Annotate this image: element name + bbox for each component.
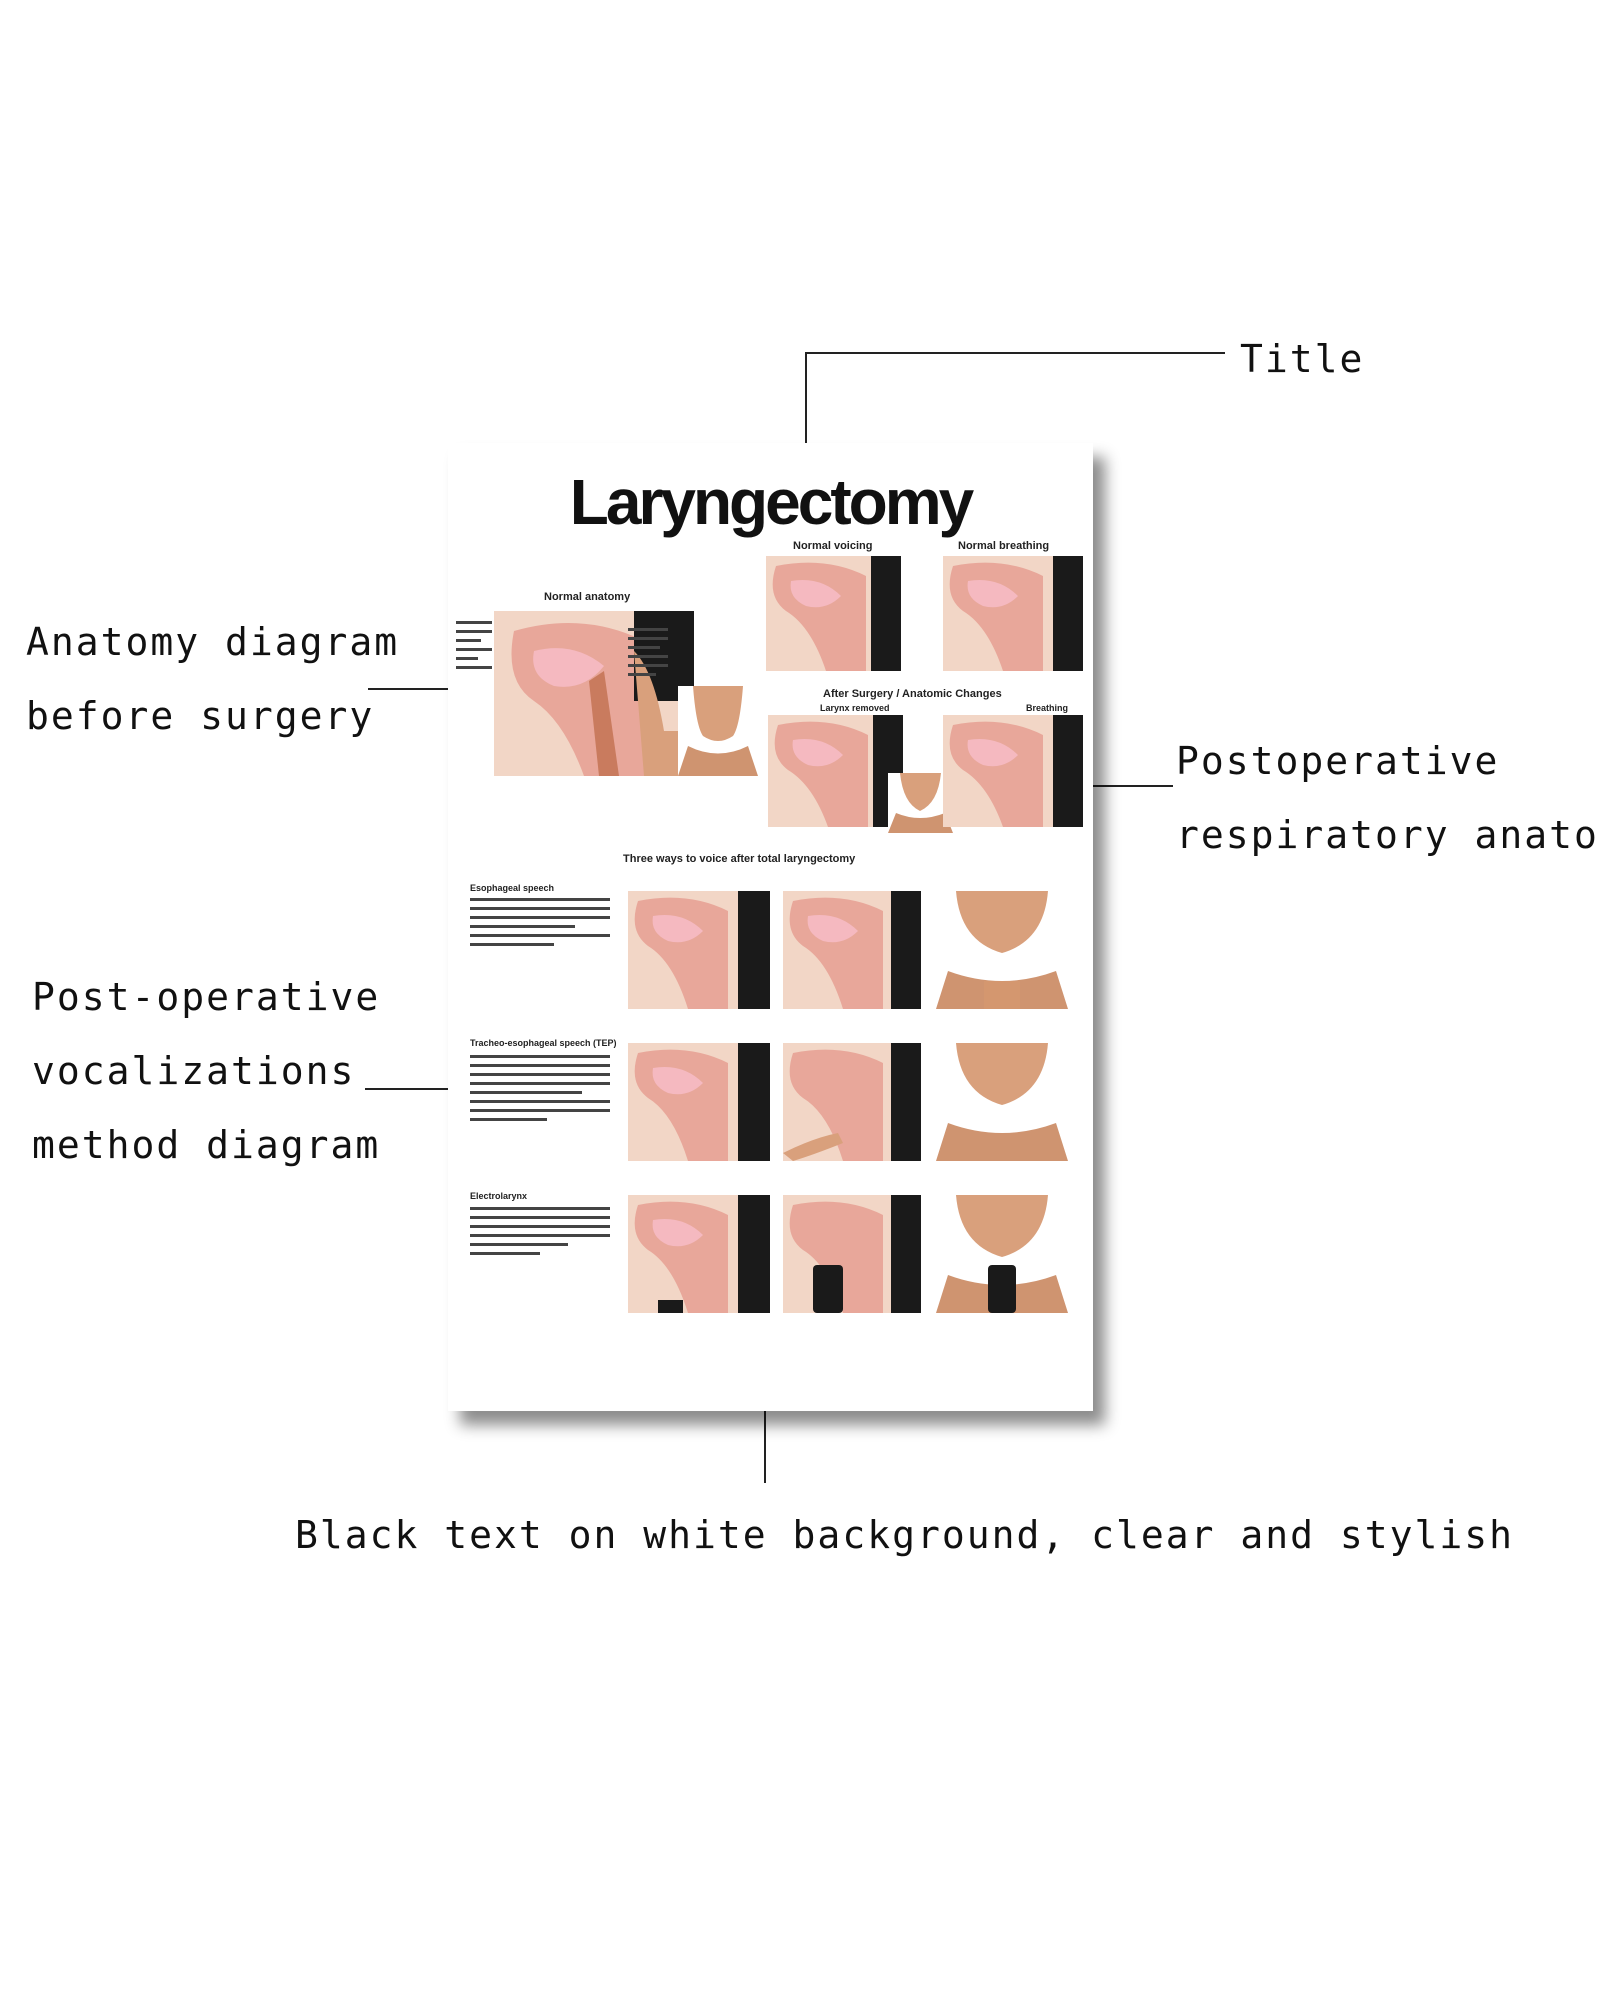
- callout-postop-resp-line2: respiratory anatomy: [1176, 813, 1600, 857]
- head-cross-section-icon: [494, 611, 694, 776]
- callout-black-text: Black text on white background, clear an…: [295, 1498, 1514, 1572]
- face-2-icon: [936, 1043, 1068, 1161]
- callout-postop-voc-line1: Post-operative: [32, 975, 381, 1019]
- tep-finger-icon: [783, 1043, 921, 1161]
- normal-breathing-image: [943, 556, 1083, 671]
- normal-voicing-image: [766, 556, 901, 671]
- stoma-neck-icon: [888, 773, 953, 833]
- neck-icon: [678, 686, 758, 776]
- normal-anatomy-image: [494, 611, 694, 776]
- callout-anatomy-line2: before surgery: [26, 694, 375, 738]
- anatomy-label-lines: [456, 621, 492, 675]
- poster: Laryngectomy Normal anatomy Normal voici…: [448, 443, 1093, 1411]
- face-icon: [936, 891, 1068, 1009]
- callout-postop-voc: Post-operative vocalizations method diag…: [32, 960, 380, 1182]
- title-leader-h: [805, 352, 1225, 354]
- callout-postop-voc-line3: method diagram: [32, 1123, 381, 1167]
- method2-label: Tracheo-esophageal speech (TEP): [470, 1038, 617, 1048]
- callout-postop-resp: Postoperative respiratory anatomy: [1176, 724, 1600, 872]
- electrolarynx-cross-section-icon: [628, 1195, 770, 1313]
- method2-image-2: [783, 1043, 921, 1161]
- normal-voicing-label: Normal voicing: [793, 540, 873, 552]
- method3-image-2: [783, 1195, 921, 1313]
- esophageal-cross-section-icon: [628, 891, 770, 1009]
- esophageal-cross-section-2-icon: [783, 891, 921, 1009]
- method1-text-lines: [470, 898, 610, 952]
- normal-breathing-label: Normal breathing: [958, 540, 1050, 552]
- voicing-cross-section-icon: [766, 556, 901, 671]
- method3-face: [936, 1195, 1068, 1313]
- postop-cross-section-icon: [768, 715, 903, 827]
- after-surgery-label: After Surgery / Anatomic Changes: [823, 688, 1002, 700]
- anatomy-side-lines: [628, 628, 668, 682]
- method2-text-lines: [470, 1055, 610, 1127]
- after-surgery-image-2: [943, 715, 1083, 827]
- normal-neck-image: [678, 686, 758, 776]
- callout-postop-voc-line2: vocalizations: [32, 1049, 356, 1093]
- normal-anatomy-label: Normal anatomy: [544, 591, 631, 603]
- larynx-removed-label: Larynx removed: [820, 703, 890, 713]
- title-leader-v: [805, 352, 807, 452]
- callout-title: Title: [1240, 322, 1364, 396]
- tep-cross-section-icon: [628, 1043, 770, 1161]
- face-3-icon: [936, 1195, 1068, 1313]
- poster-title: Laryngectomy: [569, 466, 974, 538]
- breathing-label: Breathing: [1026, 703, 1069, 713]
- callout-postop-resp-line1: Postoperative: [1176, 739, 1500, 783]
- method1-label: Esophageal speech: [470, 883, 555, 893]
- callout-anatomy: Anatomy diagram before surgery: [26, 605, 399, 753]
- method2-face: [936, 1043, 1068, 1161]
- postop-breathing-icon: [943, 715, 1083, 827]
- method3-label: Electrolarynx: [470, 1191, 528, 1201]
- method2-image-1: [628, 1043, 770, 1161]
- method3-image-1: [628, 1195, 770, 1313]
- method1-face: [936, 891, 1068, 1009]
- after-surgery-neck: [888, 773, 953, 833]
- three-ways-label: Three ways to voice after total laryngec…: [623, 853, 856, 865]
- anatomy-leader: [368, 688, 488, 690]
- breathing-cross-section-icon: [943, 556, 1083, 671]
- method1-image-1: [628, 891, 770, 1009]
- callout-anatomy-line1: Anatomy diagram: [26, 620, 400, 664]
- callout-title-text: Title: [1240, 337, 1365, 381]
- after-surgery-image-1: [768, 715, 903, 827]
- method1-image-2: [783, 891, 921, 1009]
- callout-black-text-line: Black text on white background, clear an…: [295, 1513, 1515, 1557]
- electrolarynx-device-icon: [783, 1195, 921, 1313]
- method3-text-lines: [470, 1207, 610, 1261]
